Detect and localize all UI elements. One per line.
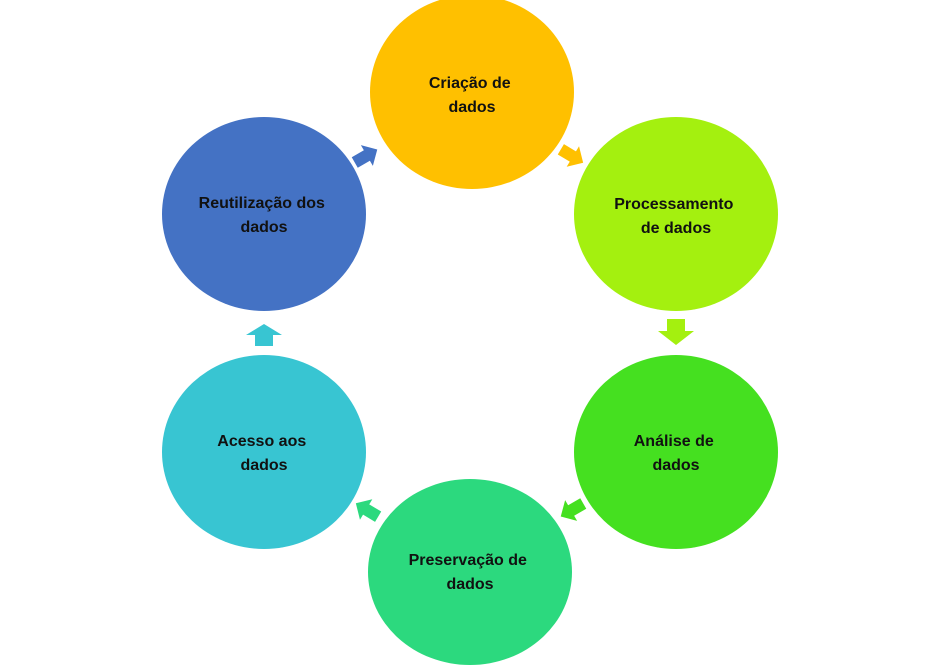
node-criacao-circle xyxy=(370,0,574,189)
arrow-processamento-to-analise-icon xyxy=(658,319,694,345)
arrow-processamento-to-analise-shape xyxy=(658,319,694,345)
node-processamento-circle xyxy=(574,117,778,311)
node-preservacao-label-line1: Preservação de xyxy=(409,552,527,569)
arrow-preservacao-to-acesso-shape xyxy=(355,499,382,522)
arrow-analise-to-preservacao-shape xyxy=(560,498,587,521)
node-criacao-label-line1: Criação de xyxy=(429,75,511,92)
svg-text:Análise de dados: Análise de dados xyxy=(634,433,718,474)
node-preservacao-circle xyxy=(368,479,572,665)
svg-text:Preservação de dados: Preservação de dados xyxy=(409,552,532,593)
node-acesso-label-line2: dados xyxy=(240,457,287,474)
arrow-acesso-to-reutilizacao-icon xyxy=(246,324,282,346)
svg-text:Processamento de dados: Processamento de dados xyxy=(614,196,738,237)
node-acesso-label-line1: Acesso aos xyxy=(217,433,306,450)
node-analise-circle xyxy=(574,355,778,549)
arrow-analise-to-preservacao-icon xyxy=(560,498,587,521)
node-processamento: Processamento de dados xyxy=(574,117,778,311)
node-reutilizacao-label-line1: Reutilização dos xyxy=(199,195,325,212)
node-criacao-label-line2: dados xyxy=(448,99,495,116)
svg-text:Acesso aos dados: Acesso aos dados xyxy=(217,433,310,474)
node-processamento-label-line2: de dados xyxy=(641,220,711,237)
svg-text:Reutilização dos dados: Reutilização dos dados xyxy=(199,195,330,236)
arrow-criacao-to-processamento-shape xyxy=(557,144,584,167)
node-acesso: Acesso aos dados xyxy=(162,355,366,549)
node-analise-label-line2: dados xyxy=(652,457,699,474)
node-analise-label-line1: Análise de xyxy=(634,433,714,450)
arrow-acesso-to-reutilizacao-shape xyxy=(246,324,282,346)
node-reutilizacao-label-line2: dados xyxy=(240,219,287,236)
node-reutilizacao: Reutilização dos dados xyxy=(162,117,366,311)
node-processamento-label-line1: Processamento xyxy=(614,196,733,213)
node-preservacao-label-line2: dados xyxy=(446,576,493,593)
arrow-criacao-to-processamento-icon xyxy=(557,144,584,167)
node-acesso-circle xyxy=(162,355,366,549)
node-analise: Análise de dados xyxy=(574,355,778,549)
arrow-preservacao-to-acesso-icon xyxy=(355,499,382,522)
svg-text:Criação de dados: Criação de dados xyxy=(429,75,515,116)
node-preservacao: Preservação de dados xyxy=(368,479,572,665)
arrow-reutilizacao-to-criacao-icon xyxy=(351,145,378,168)
node-criacao: Criação de dados xyxy=(370,0,574,189)
node-reutilizacao-circle xyxy=(162,117,366,311)
arrow-reutilizacao-to-criacao-shape xyxy=(351,145,378,168)
